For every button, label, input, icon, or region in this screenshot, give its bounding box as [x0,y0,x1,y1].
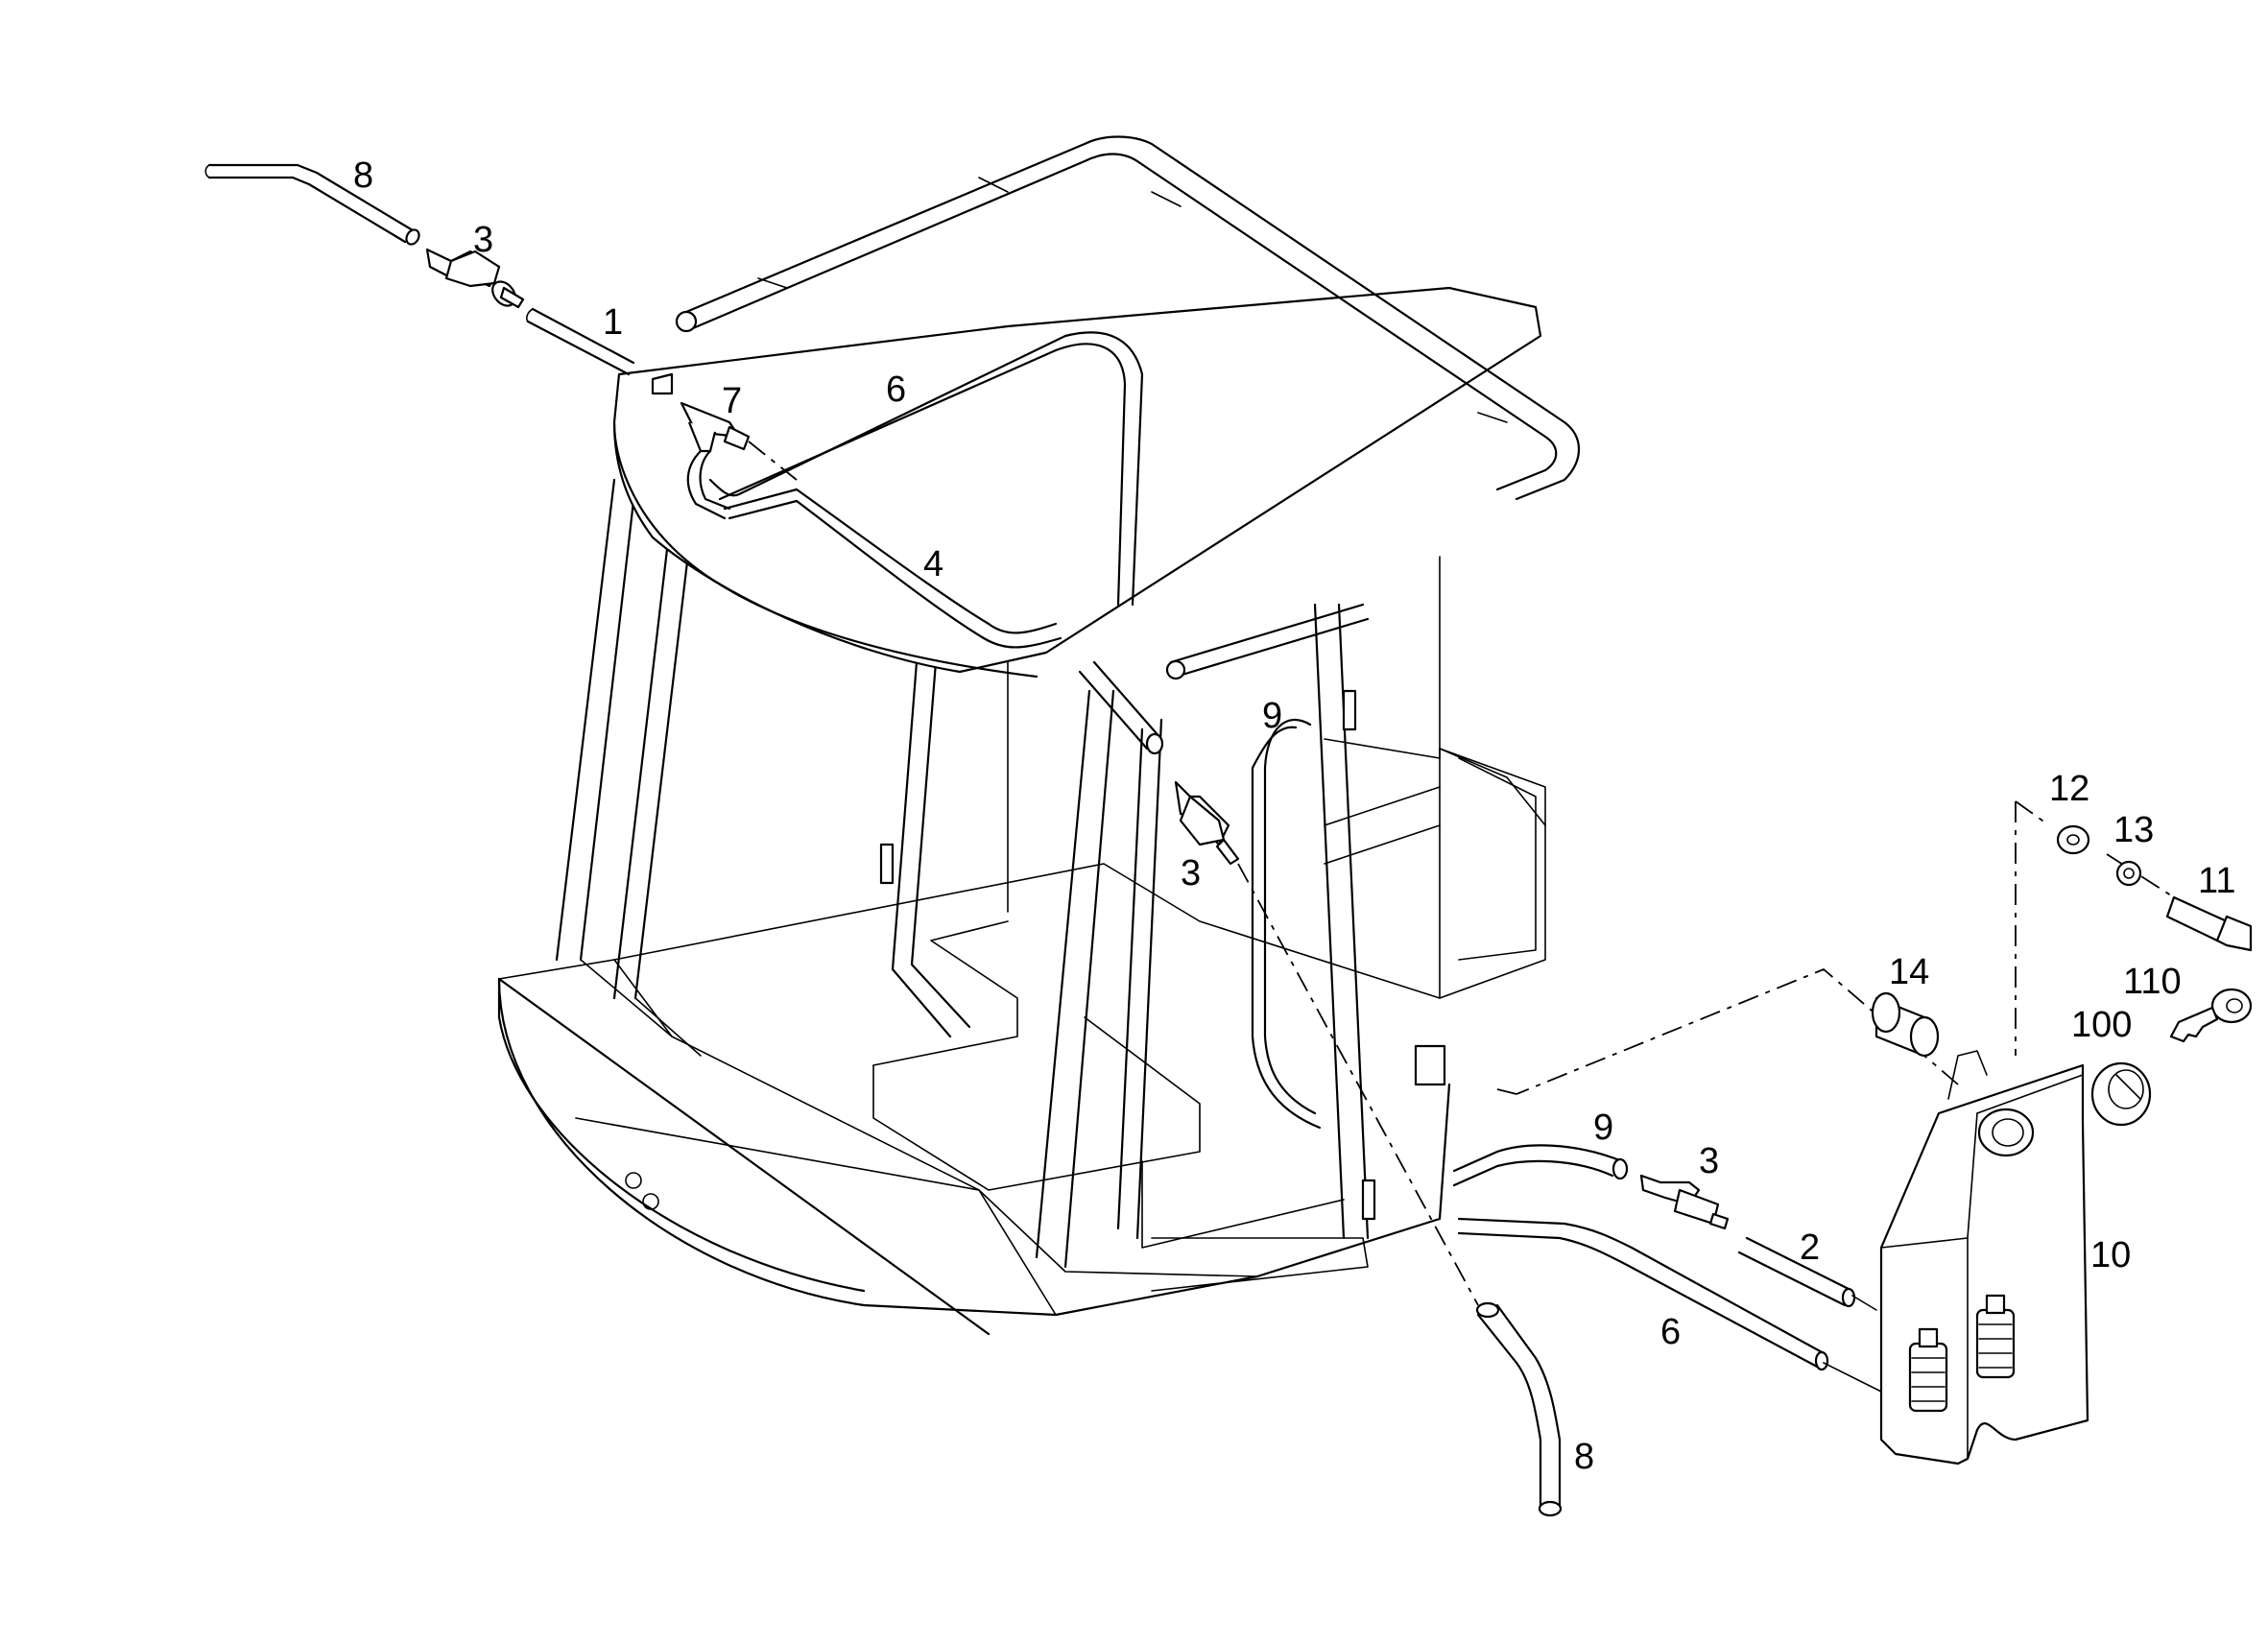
tank-pump-a [1908,1327,1948,1413]
cab-frame [555,478,1446,1292]
label-part-110: 110 [2123,962,2182,1002]
label-part-13: 13 [2113,810,2154,850]
label-part-2: 2 [1800,1227,1820,1268]
label-part-6-bottom: 6 [1660,1312,1681,1352]
bushing-14 [1871,991,1940,1058]
bolt-11 [2165,895,2253,952]
label-part-14: 14 [1889,952,1929,992]
pump-fitting-3-top [425,248,525,309]
pump-fitting-3-right [1639,1174,1730,1230]
label-part-11: 11 [2198,861,2235,901]
washer-13 [2115,860,2142,887]
label-part-4: 4 [923,544,943,584]
label-part-9-right: 9 [1593,1108,1613,1148]
label-part-9-center: 9 [1262,696,1282,736]
cab-roof [612,135,1580,680]
top-left-hose-assembly [204,163,1062,649]
label-part-10: 10 [2090,1235,2131,1275]
pump-fitting-3-center [1174,780,1240,866]
washer-tank-10 [1879,1050,2089,1465]
label-part-3-right: 3 [1699,1141,1719,1181]
right-hose-assembly [1452,1144,1882,1393]
small-parts [1871,824,2253,1127]
cab-body [497,556,1546,1336]
part-labels: 8 3 1 7 6 4 9 3 9 3 2 6 8 10 12 13 11 14… [353,155,2235,1477]
key-110 [2169,988,2253,1043]
label-part-7: 7 [722,381,742,421]
label-part-12: 12 [2049,769,2089,809]
label-part-1: 1 [603,302,623,343]
tee-fitting-7 [651,372,799,520]
label-part-3-top: 3 [473,220,493,260]
tank-pump-b [1975,1294,2016,1379]
cap-100 [2090,1061,2152,1127]
label-part-100: 100 [2071,1005,2132,1045]
label-part-6-top: 6 [886,369,906,410]
center-hose-assembly [1078,660,1563,1517]
label-part-8-top: 8 [353,155,373,196]
label-part-8-bottom: 8 [1574,1437,1594,1477]
washer-12 [2056,824,2090,855]
label-part-3-center: 3 [1181,853,1201,893]
